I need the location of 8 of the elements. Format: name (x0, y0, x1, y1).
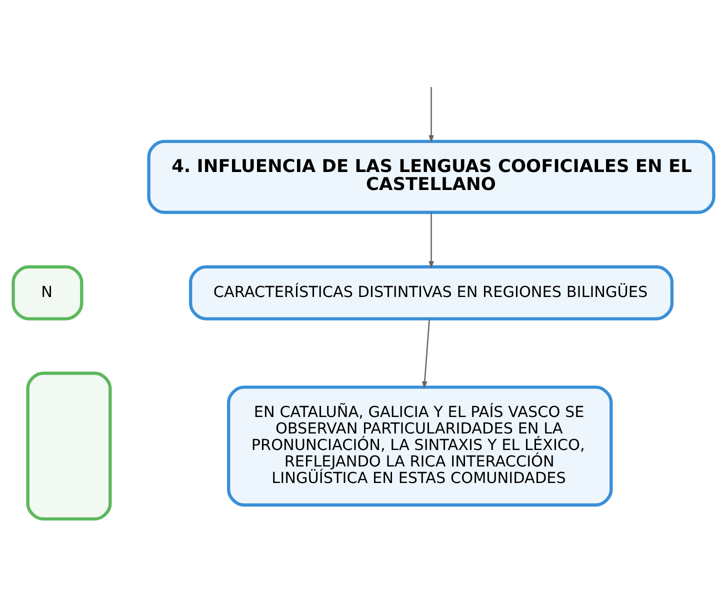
node-box (26, 372, 112, 521)
arrow (428, 87, 434, 143)
node-box: 4. INFLUENCIA DE LAS LENGUAS COOFICIALES EN EL CASTELLANO (147, 140, 716, 214)
node-box: N (12, 265, 84, 320)
node-box: EN CATALUÑA, GALICIA Y EL PAÍS VASCO SE OBSERVAN PARTICULARIDADES EN LA PRONUNCIACIÓN, LA SINTAXIS Y EL LÉXICO, REFLEJANDO LA RICA INTERACCIÓN LINGÜÍSTICA EN ESTAS COMUNIDADES (227, 386, 613, 507)
node-box: CARACTERÍSTICAS DISTINTIVAS EN REGIONES BILINGÜES (189, 265, 674, 320)
arrow (422, 318, 430, 389)
arrow (428, 212, 434, 269)
